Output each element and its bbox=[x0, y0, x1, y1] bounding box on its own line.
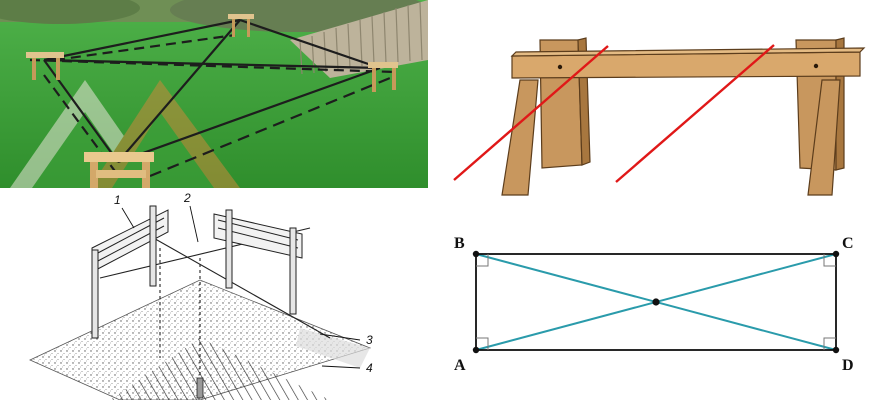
sketch-board-left bbox=[91, 205, 169, 339]
callout-leaders bbox=[121, 205, 361, 369]
technical-sketch: 1 2 3 4 bbox=[0, 188, 430, 400]
garden-layout-illustration bbox=[0, 0, 428, 188]
vertex-a-label: A bbox=[454, 357, 466, 374]
foundation-sketch: 1 2 3 4 bbox=[29, 191, 373, 400]
garden-scene bbox=[0, 0, 428, 188]
right-leg bbox=[807, 79, 841, 196]
callout-1: 1 bbox=[114, 193, 121, 207]
nail-left bbox=[557, 64, 563, 70]
callout-4: 4 bbox=[366, 361, 373, 375]
red-string-lines bbox=[453, 44, 775, 183]
hatched-trench bbox=[110, 338, 330, 400]
nail-right bbox=[813, 63, 819, 69]
center-peg bbox=[196, 377, 204, 399]
left-leg bbox=[501, 79, 539, 196]
batter-board-right bbox=[368, 62, 398, 92]
rectangle-outline bbox=[475, 253, 837, 351]
vertex-c-label: C bbox=[842, 235, 854, 252]
wooden-frame bbox=[501, 37, 866, 196]
right-angle-marks bbox=[476, 254, 836, 350]
callout-3: 3 bbox=[366, 333, 373, 347]
vertex-b-label: B bbox=[454, 235, 465, 252]
rectangle-diagonals-diagram: B C A D bbox=[440, 200, 870, 400]
callout-2: 2 bbox=[183, 191, 191, 205]
string-lines bbox=[29, 18, 396, 179]
batter-board-front bbox=[84, 152, 154, 188]
batter-board-top bbox=[228, 14, 254, 37]
batter-board-corners bbox=[26, 14, 398, 188]
vertices bbox=[472, 250, 840, 354]
rectangle-abcd: B C A D bbox=[454, 235, 854, 374]
batter-board-left bbox=[26, 52, 64, 80]
sketch-board-right bbox=[213, 209, 303, 315]
batter-board-illustration bbox=[440, 0, 870, 200]
batter-board-drawing bbox=[453, 37, 866, 196]
center-point bbox=[652, 298, 660, 306]
vertex-d-label: D bbox=[842, 357, 854, 374]
